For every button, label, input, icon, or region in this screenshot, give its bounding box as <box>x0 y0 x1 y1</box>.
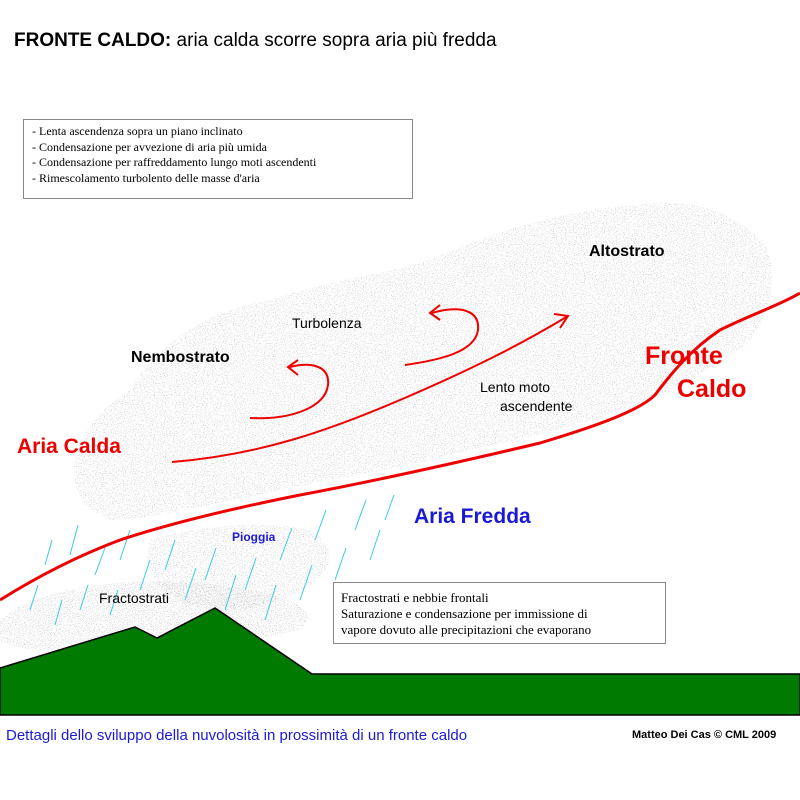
terrain-hills <box>0 607 800 716</box>
label-turbolenza: Turbolenza <box>292 315 362 331</box>
label-aria-calda: Aria Calda <box>17 435 121 458</box>
turbulence-arrow-left <box>249 359 330 420</box>
fract-line: vapore dovuto alle precipitazioni che ev… <box>341 622 592 637</box>
label-altostrato: Altostrato <box>589 243 665 260</box>
label-fractostrati: Fractostrati <box>99 590 170 606</box>
label-ascendente: ascendente <box>500 398 573 414</box>
fract-line: Fractostrati e nebbie frontali <box>341 590 489 605</box>
label-fronte: Fronte <box>645 342 723 370</box>
turbulence-arrow-right <box>404 304 480 366</box>
fract-line: Saturazione e condensazione per immissio… <box>341 606 588 621</box>
label-aria-fredda: Aria Fredda <box>414 505 531 528</box>
note-item: - Condensazione per avvezione di aria pi… <box>32 139 267 154</box>
note-item: - Rimescolamento turbolento delle masse … <box>32 170 260 185</box>
notes-box: - Lenta ascendenza sopra un piano inclin… <box>23 119 413 199</box>
title-bold: FRONTE CALDO: <box>14 30 172 51</box>
ascending-motion-arrow <box>171 313 570 463</box>
label-caldo: Caldo <box>677 375 747 403</box>
note-item: - Lenta ascendenza sopra un piano inclin… <box>32 124 243 138</box>
label-nembostrato: Nembostrato <box>131 349 230 366</box>
page-title: FRONTE CALDO: aria calda scorre sopra ar… <box>14 30 497 52</box>
fractostrati-box: Fractostrati e nebbie frontali Saturazio… <box>333 582 666 644</box>
note-item: - Condensazione per raffreddamento lungo… <box>32 155 317 169</box>
credit: Matteo Dei Cas © CML 2009 <box>632 729 777 741</box>
rain-streaks <box>29 494 395 626</box>
warm-front-line <box>0 291 800 602</box>
label-lento-moto: Lento moto <box>480 379 551 395</box>
caption: Dettagli dello sviluppo della nuvolosità… <box>6 727 468 744</box>
title-rest: aria calda scorre sopra aria più fredda <box>176 30 497 51</box>
label-pioggia: Pioggia <box>232 530 276 544</box>
